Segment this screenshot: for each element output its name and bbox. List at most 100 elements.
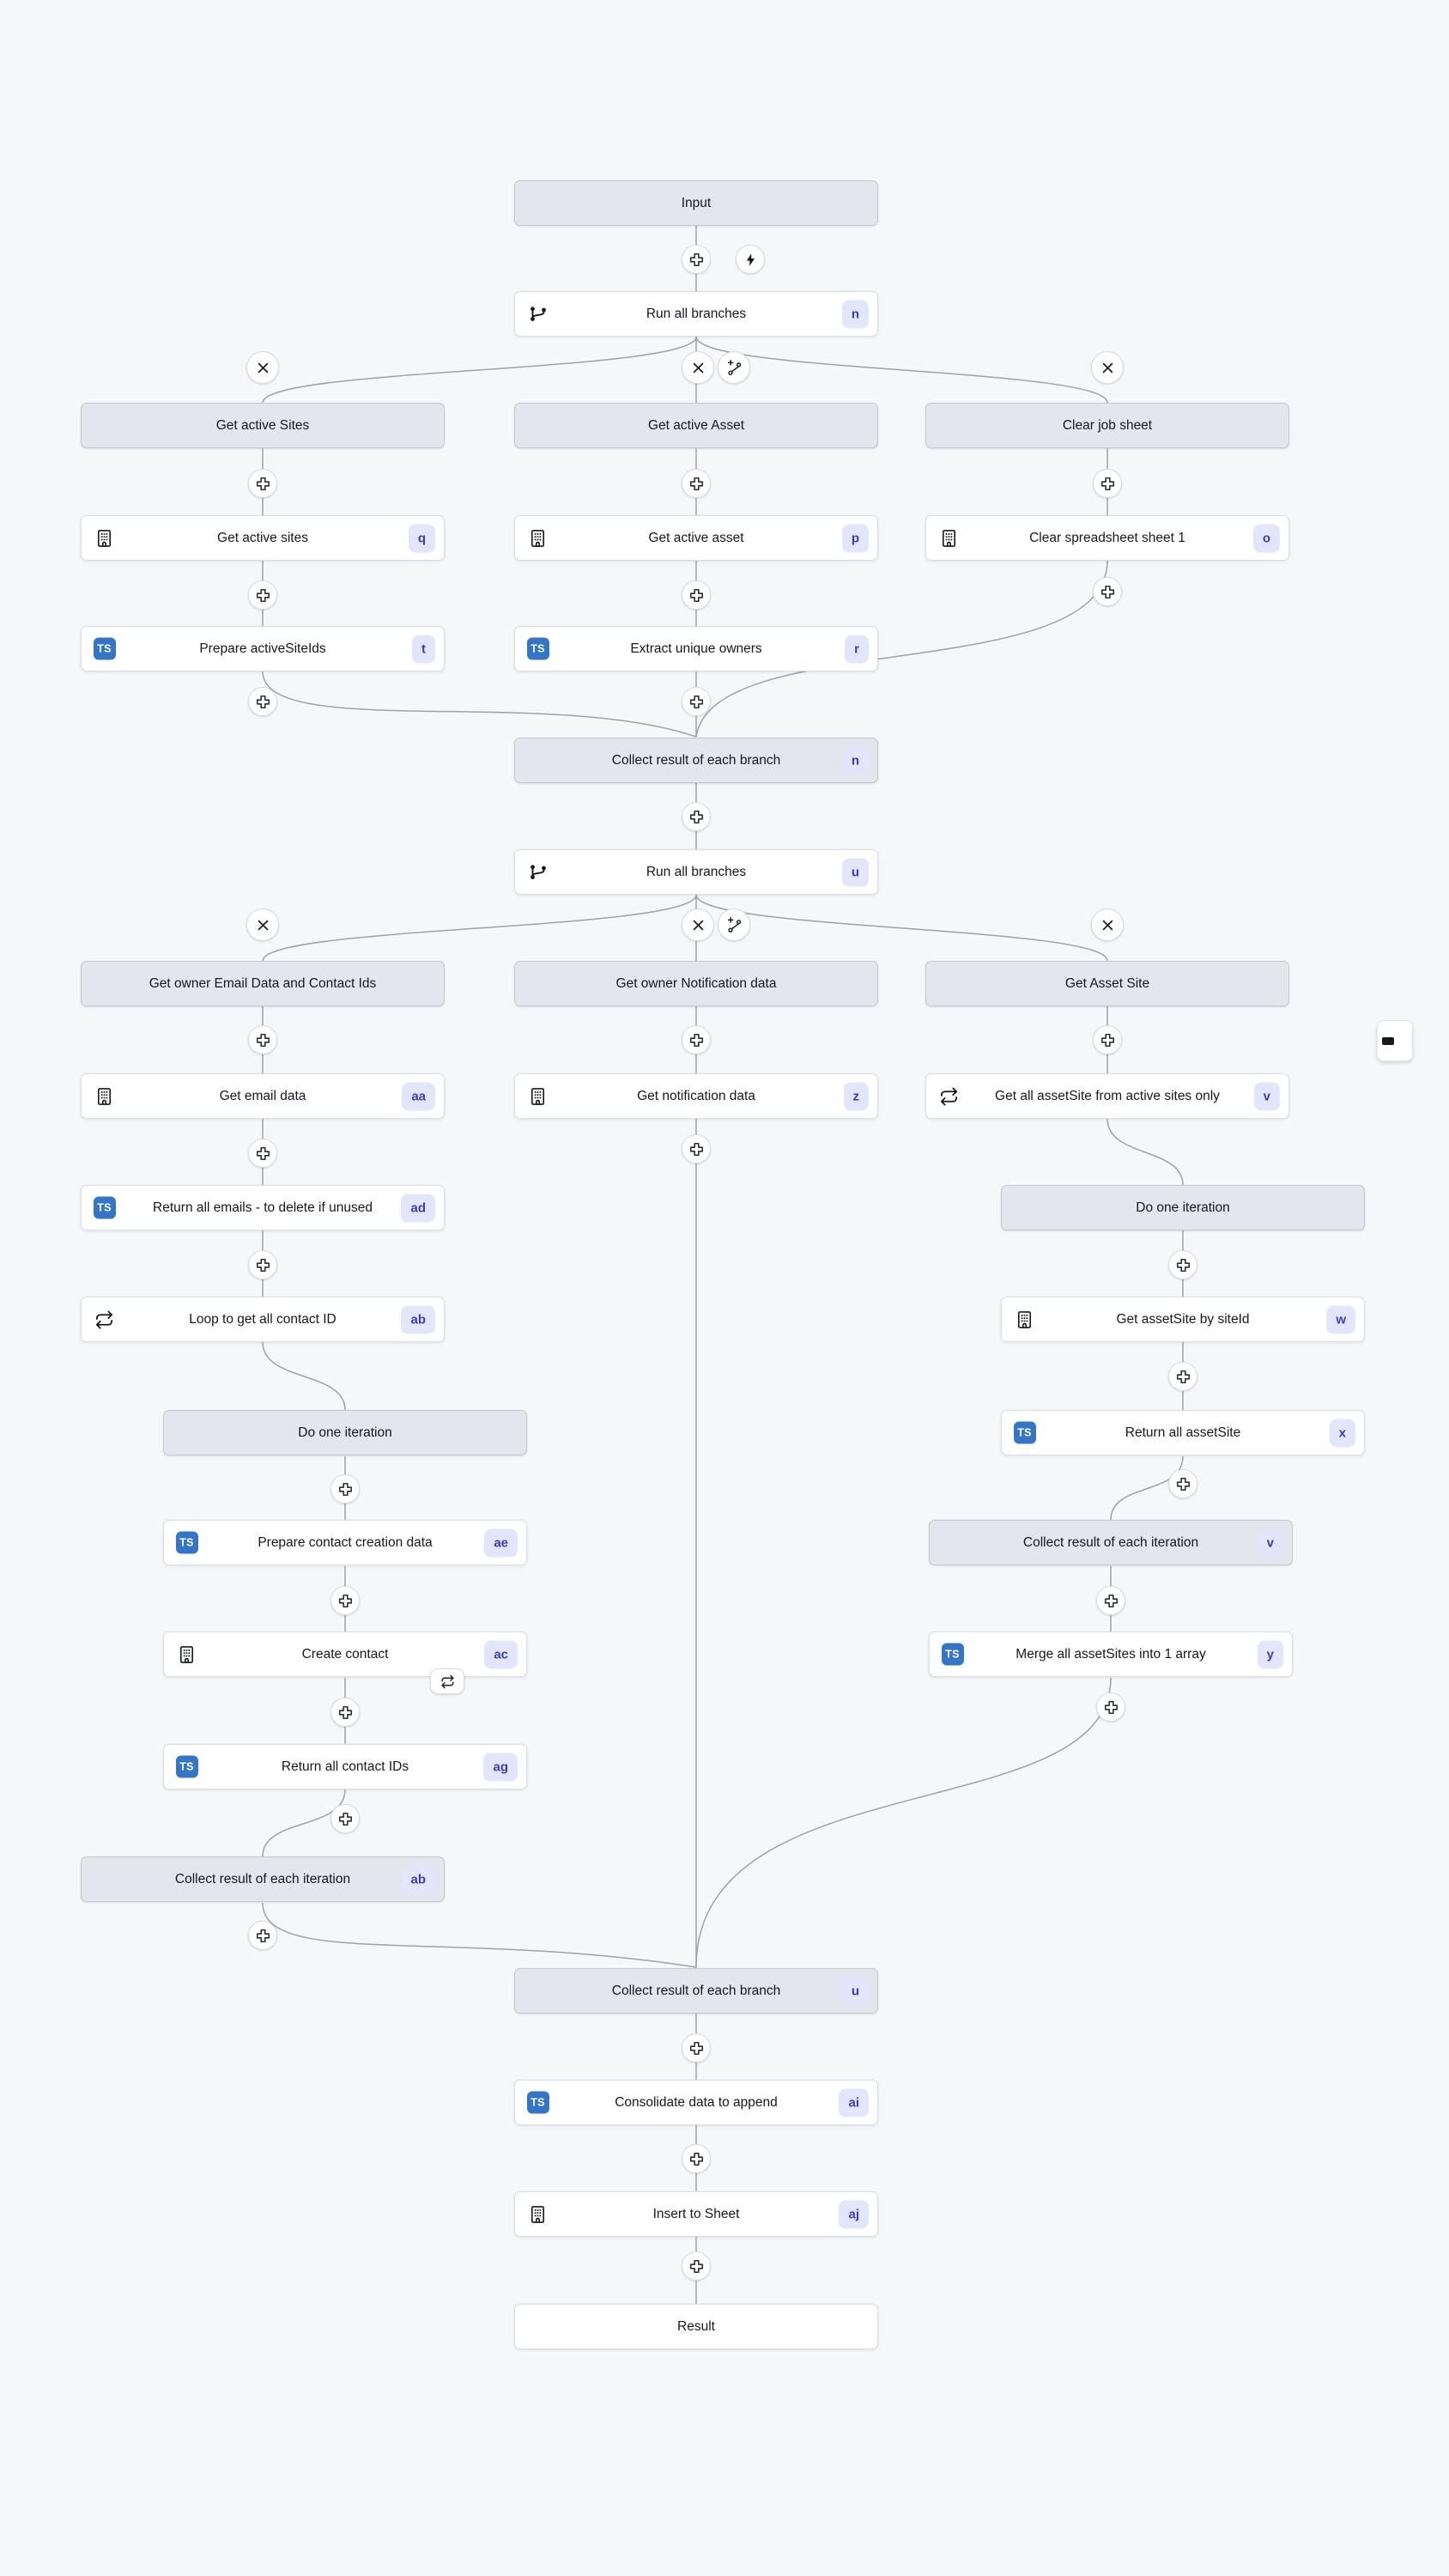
node-get-assetsites[interactable]: Get all assetSite from active sites only… (925, 1073, 1289, 1119)
add-step-button[interactable] (682, 2251, 711, 2281)
add-step-button[interactable] (1093, 577, 1122, 606)
add-step-button[interactable] (682, 687, 711, 716)
add-branch-button[interactable] (718, 351, 750, 384)
add-step-button[interactable] (682, 1134, 711, 1163)
add-step-button[interactable] (248, 1025, 277, 1054)
node-badge: ac (484, 1640, 518, 1668)
building-icon (1013, 1308, 1036, 1331)
add-step-button[interactable] (682, 469, 711, 498)
loop-icon (937, 1084, 961, 1108)
node-badge: u (841, 858, 869, 886)
add-step-button[interactable] (682, 802, 711, 831)
add-step-button[interactable] (1093, 469, 1122, 498)
add-step-button[interactable] (1096, 1586, 1125, 1615)
node-hdr-asset[interactable]: Get active Asset (514, 403, 878, 448)
node-hdr-notif[interactable]: Get owner Notification data (514, 961, 878, 1006)
building-icon (526, 2202, 549, 2226)
edge-return-ids--collect-iter-ab (262, 1789, 346, 1857)
delete-branch-button[interactable] (682, 351, 714, 384)
delete-branch-button[interactable] (246, 351, 279, 384)
node-label: Return all contact IDs (281, 1759, 409, 1774)
node-hdr-sites[interactable]: Get active Sites (81, 403, 445, 448)
add-step-button[interactable] (682, 2033, 711, 2063)
node-hdr-clear[interactable]: Clear job sheet (925, 403, 1289, 448)
node-badge: w (1326, 1305, 1355, 1334)
plus-icon (688, 809, 705, 825)
add-step-button[interactable] (1168, 1469, 1197, 1498)
add-step-button[interactable] (330, 1804, 360, 1833)
add-step-button[interactable] (682, 245, 711, 274)
node-iter-left[interactable]: Do one iteration (163, 1410, 527, 1455)
add-step-button[interactable] (1168, 1250, 1197, 1279)
trigger-button[interactable] (736, 245, 765, 274)
node-return-ids[interactable]: TS Return all contact IDs ag (163, 1744, 527, 1789)
add-step-button[interactable] (248, 469, 277, 498)
add-step-button[interactable] (682, 1025, 711, 1054)
delete-branch-button[interactable] (1091, 908, 1124, 941)
node-badge: ad (401, 1194, 435, 1222)
node-label: Extract unique owners (630, 641, 762, 656)
delete-branch-button[interactable] (682, 908, 714, 941)
node-label: Run all branches (646, 306, 747, 321)
add-branch-button[interactable] (718, 908, 750, 941)
add-step-button[interactable] (330, 1474, 360, 1504)
node-label: Collect result of each branch (611, 752, 781, 768)
node-label: Loop to get all contact ID (189, 1311, 336, 1327)
node-input[interactable]: Input (514, 180, 878, 226)
node-iter-right[interactable]: Do one iteration (1001, 1185, 1365, 1230)
retry-loop-button[interactable] (430, 1668, 464, 1694)
node-hdr-assetsite[interactable]: Get Asset Site (925, 961, 1289, 1006)
node-badge: aa (402, 1082, 435, 1110)
delete-branch-button[interactable] (1091, 351, 1124, 384)
node-label: Do one iteration (1136, 1200, 1230, 1215)
add-step-button[interactable] (1168, 1362, 1197, 1391)
add-step-button[interactable] (682, 2144, 711, 2173)
close-icon (691, 918, 706, 933)
typescript-icon: TS (175, 1755, 198, 1778)
add-step-button[interactable] (248, 580, 277, 610)
node-badge: ag (483, 1753, 518, 1781)
node-label: Prepare activeSiteIds (199, 641, 326, 656)
plus-icon (688, 476, 705, 492)
add-step-button[interactable] (330, 1698, 360, 1727)
add-step-button[interactable] (248, 687, 277, 716)
node-result[interactable]: Result (514, 2304, 878, 2349)
add-step-button[interactable] (248, 1250, 277, 1279)
add-step-button[interactable] (248, 1139, 277, 1168)
add-step-button[interactable] (248, 1921, 277, 1950)
add-step-button[interactable] (1096, 1692, 1125, 1722)
edge-collect-iter-ab--collect2 (262, 1902, 697, 1968)
add-step-button[interactable] (682, 580, 711, 610)
add-step-button[interactable] (1093, 1025, 1122, 1054)
edge-run2--hdr-assetsite (695, 894, 1108, 962)
delete-branch-button[interactable] (246, 908, 279, 941)
close-icon (1100, 918, 1115, 933)
edge-loop-contact--iter-left (262, 1341, 346, 1411)
close-icon (256, 918, 270, 933)
plus-icon (1175, 1369, 1191, 1385)
node-hdr-email[interactable]: Get owner Email Data and Contact Ids (81, 961, 445, 1006)
add-step-button[interactable] (330, 1586, 360, 1615)
